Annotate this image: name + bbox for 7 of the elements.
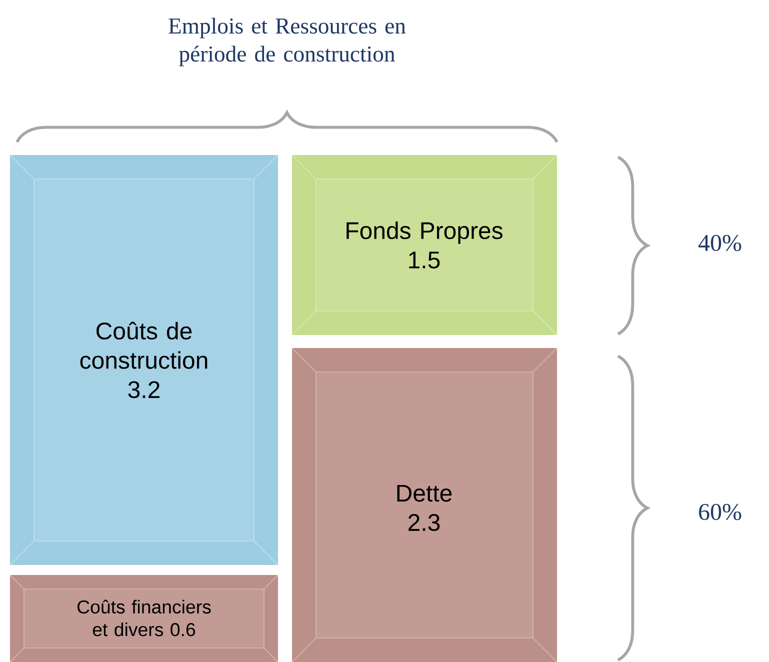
title: Emplois et Ressources en période de construction: [168, 18, 406, 66]
percent-label: 60%: [699, 504, 742, 520]
bevel-box: Dette 2.3: [292, 348, 558, 662]
bevel-box: Fonds Propres 1.5: [292, 154, 558, 336]
percent-label: 40%: [698, 234, 742, 252]
bevel-box: Coûts de construction 3.2: [10, 154, 278, 566]
bevel-box: Coûts financiers et divers 0.6: [10, 574, 278, 662]
